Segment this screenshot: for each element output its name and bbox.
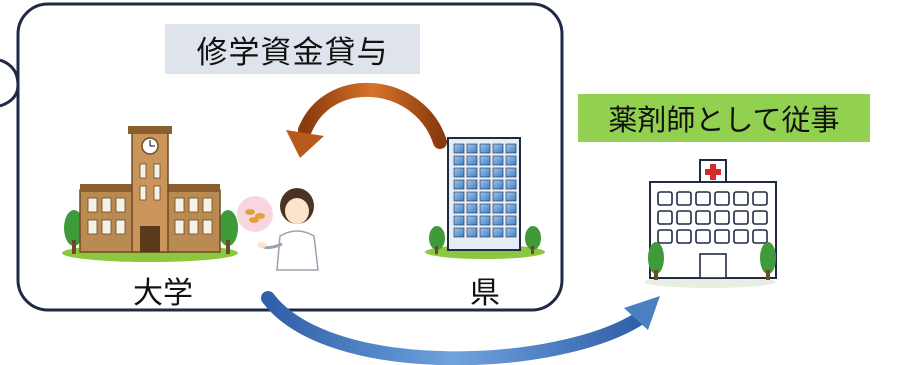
office-window — [466, 191, 478, 202]
university-label: 大学 — [133, 276, 193, 311]
partial-circle-mark — [0, 58, 20, 108]
office-window — [479, 179, 491, 190]
hospital-window — [752, 229, 768, 244]
office-window — [466, 215, 478, 226]
office-window — [479, 191, 491, 202]
office-window — [492, 143, 504, 154]
office-window — [479, 155, 491, 166]
office-window — [505, 143, 517, 154]
loan-arrow — [286, 82, 447, 158]
office-window — [453, 191, 465, 202]
hospital-window — [714, 210, 730, 225]
office-window — [453, 227, 465, 238]
office-window — [466, 143, 478, 154]
hospital-window — [733, 210, 749, 225]
office-window — [453, 215, 465, 226]
hospital-windows — [657, 191, 768, 244]
office-window — [466, 167, 478, 178]
office-window — [466, 203, 478, 214]
pharmacist-woman-icon — [237, 188, 319, 271]
office-window — [466, 227, 478, 238]
hospital-window — [714, 191, 730, 206]
prefecture-label: 県 — [470, 276, 500, 311]
office-window — [479, 203, 491, 214]
office-window — [505, 191, 517, 202]
office-window — [505, 179, 517, 190]
flow-arrow — [261, 291, 660, 365]
office-window — [453, 203, 465, 214]
office-window — [492, 215, 504, 226]
hospital-window — [676, 229, 692, 244]
scheme-frame — [16, 2, 564, 312]
office-window — [505, 227, 517, 238]
office-window — [479, 143, 491, 154]
hospital-window — [695, 229, 711, 244]
university-building-icon — [62, 126, 238, 262]
office-window — [466, 155, 478, 166]
hospital-window — [733, 229, 749, 244]
office-window — [479, 167, 491, 178]
office-window — [453, 143, 465, 154]
hospital-building-icon — [644, 159, 777, 288]
office-window — [492, 191, 504, 202]
hospital-window — [657, 210, 673, 225]
office-window — [453, 179, 465, 190]
office-window — [492, 179, 504, 190]
hospital-window — [752, 191, 768, 206]
pharmacist-work-label: 薬剤師として従事 — [578, 94, 870, 142]
office-windows — [453, 143, 517, 238]
office-window — [492, 155, 504, 166]
office-window — [453, 155, 465, 166]
hospital-window — [676, 191, 692, 206]
hospital-window — [714, 229, 730, 244]
prefectural-office-building-icon — [425, 137, 545, 259]
hospital-window — [752, 210, 768, 225]
office-window — [505, 203, 517, 214]
office-window — [505, 215, 517, 226]
hospital-window — [695, 191, 711, 206]
office-window — [492, 167, 504, 178]
office-window — [453, 167, 465, 178]
office-window — [492, 203, 504, 214]
office-window — [466, 179, 478, 190]
office-window — [479, 227, 491, 238]
hospital-window — [676, 210, 692, 225]
hospital-window — [657, 191, 673, 206]
hospital-window — [733, 191, 749, 206]
hospital-window — [695, 210, 711, 225]
office-window — [479, 215, 491, 226]
office-window — [505, 167, 517, 178]
office-window — [492, 227, 504, 238]
hospital-window — [657, 229, 673, 244]
office-window — [505, 155, 517, 166]
scholarship-loan-title: 修学資金貸与 — [165, 24, 420, 74]
